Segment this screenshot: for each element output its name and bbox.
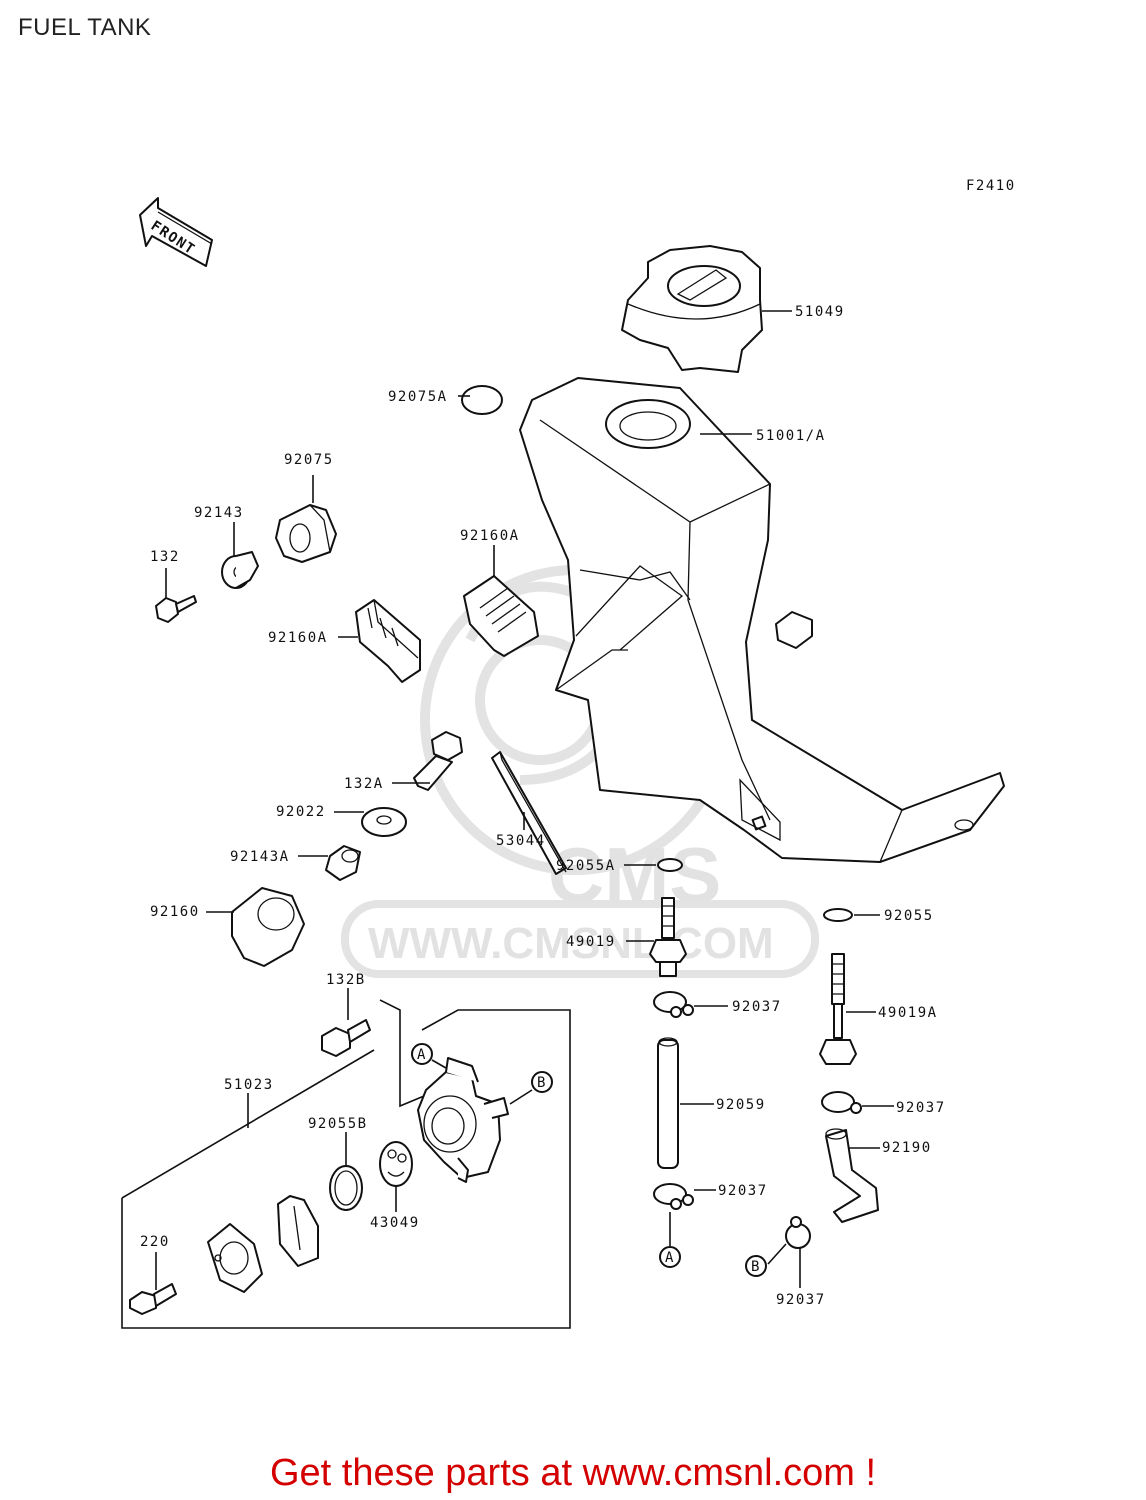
fuel-tap-49019 (649, 897, 687, 977)
fuel-hose-92059 (657, 1037, 679, 1169)
figure-code: F2410 (966, 178, 1016, 194)
bolt-132A (413, 731, 463, 791)
label-92160A-left: 92160A (268, 630, 328, 646)
fuel-tap-plate (207, 1223, 263, 1293)
fuel-tank (519, 377, 1005, 863)
label-92143A: 92143A (230, 849, 290, 865)
label-92022: 92022 (276, 804, 326, 820)
label-220: 220 (140, 1234, 170, 1250)
label-92190: 92190 (882, 1140, 932, 1156)
callout-b-bottom-label: B (751, 1259, 761, 1275)
o-ring-92055A (657, 858, 683, 872)
page-title: FUEL TANK (18, 14, 152, 41)
label-92075A: 92075A (388, 389, 448, 405)
label-51001A: 51001/A (756, 428, 826, 444)
label-132A: 132A (344, 776, 384, 792)
o-ring-92055 (823, 908, 853, 922)
label-92059: 92059 (716, 1097, 766, 1113)
grommet (461, 385, 503, 415)
label-92037-c: 92037 (896, 1100, 946, 1116)
label-53044: 53044 (496, 833, 546, 849)
callout-b-top-label: B (537, 1075, 547, 1091)
damper-92160 (231, 887, 305, 967)
callout-a-bottom: A (659, 1246, 681, 1268)
label-132: 132 (150, 549, 180, 565)
label-43049: 43049 (370, 1215, 420, 1231)
label-92055B: 92055B (308, 1116, 368, 1132)
label-92143: 92143 (194, 505, 244, 521)
watermark: CMS WWW.CMSNL.COM (341, 565, 819, 978)
callout-a-top: A (411, 1043, 433, 1065)
label-92055: 92055 (884, 908, 934, 924)
callout-b-top: B (531, 1071, 553, 1093)
fuel-tap-49019A (819, 953, 857, 1065)
washer-92022 (361, 807, 407, 837)
label-49019: 49019 (566, 934, 616, 950)
clamp-92037-b (653, 1183, 694, 1210)
footer-cta-link[interactable]: Get these parts at www.cmsnl.com ! (269, 1452, 877, 1494)
label-49019A: 49019A (878, 1005, 938, 1021)
watermark-url: WWW.CMSNL.COM (368, 919, 774, 968)
part-labels: 51049 92075A 51001/A 92075 92143 132 921… (140, 304, 946, 1308)
bolt-132 (155, 595, 197, 623)
label-92075: 92075 (284, 452, 334, 468)
callout-a-bottom-label: A (665, 1250, 675, 1266)
label-92037-b: 92037 (718, 1183, 768, 1199)
clamp-92037-c (821, 1091, 862, 1114)
tank-rubber-92160A-right (463, 575, 539, 657)
label-51049: 51049 (795, 304, 845, 320)
label-92037-d: 92037 (776, 1292, 826, 1308)
label-92055A: 92055A (556, 858, 616, 874)
collar-92143 (221, 551, 259, 589)
front-arrow-icon: FRONT (139, 197, 213, 267)
gasket-43049 (379, 1141, 413, 1187)
rubber-strip-53044 (491, 751, 567, 875)
fuel-tap-body (417, 1057, 509, 1183)
callout-b-bottom: B (745, 1255, 767, 1277)
fuel-hose-92190 (825, 1128, 879, 1223)
clamp-92037-a (653, 991, 694, 1018)
screw-220 (129, 1283, 177, 1315)
clamp-92037-d (785, 1216, 811, 1249)
fuel-tap-lever (277, 1195, 319, 1267)
callout-a-top-label: A (417, 1047, 427, 1063)
collar-92143A (325, 845, 361, 881)
bolt-132B (321, 1019, 371, 1057)
fuel-cap (621, 245, 763, 373)
label-51023: 51023 (224, 1077, 274, 1093)
label-132B: 132B (326, 972, 366, 988)
damper-92075 (275, 504, 337, 563)
label-92160A-right: 92160A (460, 528, 520, 544)
label-92160: 92160 (150, 904, 200, 920)
tank-rubber-92160A-left (355, 599, 421, 683)
label-92037-a: 92037 (732, 999, 782, 1015)
